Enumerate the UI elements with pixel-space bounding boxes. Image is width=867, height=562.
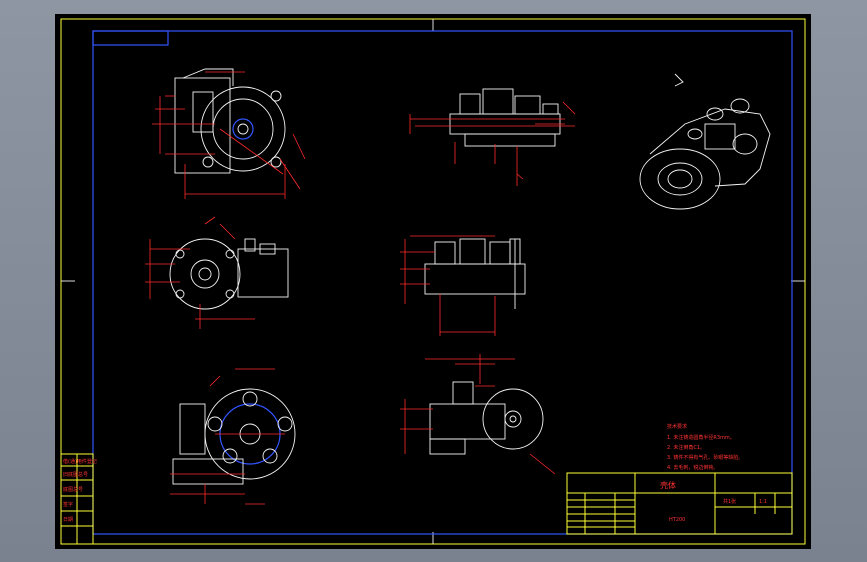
view-section-b [400, 354, 556, 475]
view-section-a [400, 235, 526, 336]
isometric-view [639, 73, 771, 210]
tech-notes-title: 技术要求 [667, 423, 687, 430]
view-top [409, 88, 576, 186]
view-left [145, 216, 289, 329]
tech-notes: 技术要求 1. 未注铸造圆角半径R3mm。 2. 未注倒角C1。 3. 铸件不得… [667, 423, 743, 471]
scale: 1:1 [759, 499, 767, 505]
drawing-canvas: 技术要求 1. 未注铸造圆角半径R3mm。 2. 未注倒角C1。 3. 铸件不得… [60, 18, 806, 545]
view-bottom [170, 368, 296, 505]
strip-label-1: 借(通)用件登记 [63, 458, 97, 465]
tech-note-4: 4. 去毛刺，锐边倒钝。 [667, 464, 718, 471]
title-block: 壳体 HT200 1:1 共1张 [566, 472, 793, 535]
tech-note-2: 2. 未注倒角C1。 [667, 444, 705, 451]
part-name: 壳体 [660, 480, 676, 490]
code-box [92, 30, 169, 46]
sheet-count: 共1张 [723, 498, 736, 505]
tech-note-3: 3. 铸件不得有气孔、砂眼等缺陷。 [667, 454, 743, 461]
cad-viewport[interactable]: 技术要求 1. 未注铸造圆角半径R3mm。 2. 未注倒角C1。 3. 铸件不得… [55, 14, 811, 549]
material: HT200 [669, 517, 685, 523]
view-front [152, 68, 306, 199]
strip-label-3: 底图总号 [63, 486, 83, 493]
left-strip: 借(通)用件登记 旧底图总号 底图总号 签字 日期 [60, 453, 97, 545]
tech-note-1: 1. 未注铸造圆角半径R3mm。 [667, 434, 735, 441]
inner-frame [92, 30, 793, 535]
strip-label-4: 签字 [63, 501, 73, 508]
strip-label-2: 旧底图总号 [63, 471, 88, 478]
strip-label-5: 日期 [63, 517, 73, 523]
